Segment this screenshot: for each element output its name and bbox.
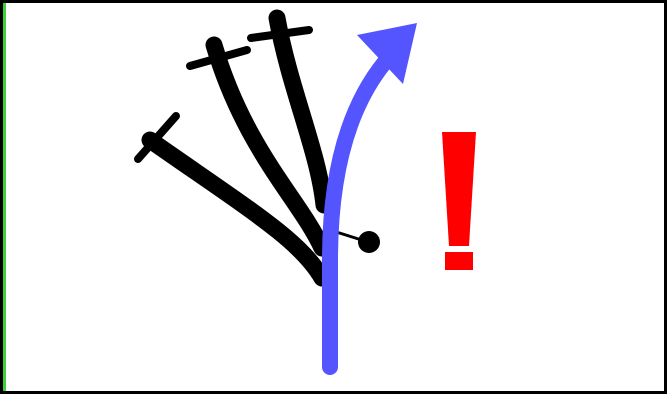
exclamation-dot	[445, 252, 473, 270]
exclamation-bar	[442, 132, 476, 246]
exclamation-icon	[442, 132, 476, 270]
junction-dot	[358, 231, 380, 253]
chosen-path	[330, 23, 417, 367]
chosen-path-line	[330, 62, 385, 367]
failed-path-3-stop-bar	[251, 30, 309, 38]
